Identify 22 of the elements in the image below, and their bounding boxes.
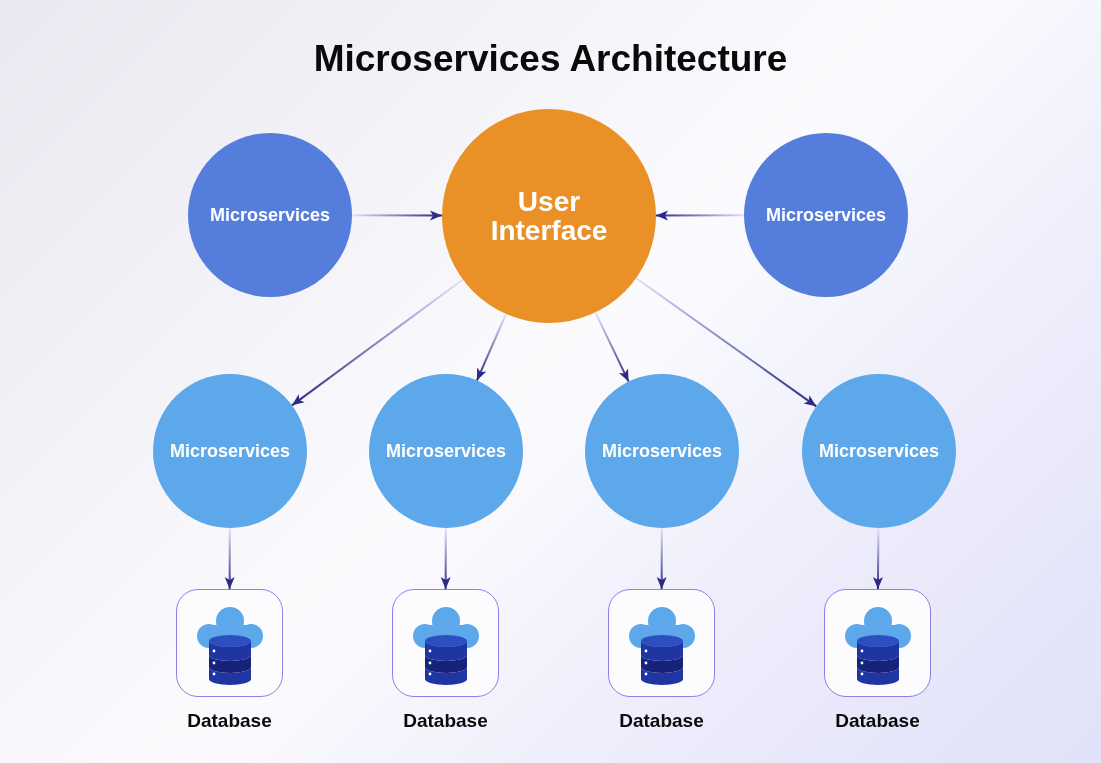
arrow xyxy=(655,210,745,221)
tile-caption: Database xyxy=(835,710,920,732)
node-label: Microservices xyxy=(818,441,940,461)
arrow xyxy=(291,278,464,407)
arrow xyxy=(440,527,451,590)
node-label: Microservices xyxy=(209,205,331,225)
arrow xyxy=(351,210,443,221)
arrow xyxy=(635,277,818,408)
tile-caption: Database xyxy=(403,710,488,732)
arrow xyxy=(475,313,508,382)
diagram-title: Microservices Architecture xyxy=(313,37,788,81)
arrow xyxy=(656,527,667,590)
arrow xyxy=(224,527,235,590)
tile-caption: Database xyxy=(619,710,704,732)
node-label: Microservices xyxy=(601,441,723,461)
node-label: Microservices xyxy=(169,441,291,461)
node-label: Microservices xyxy=(765,205,887,225)
arrow xyxy=(594,311,630,383)
arrow xyxy=(873,527,883,590)
node-label: Microservices xyxy=(385,441,507,461)
tile-caption: Database xyxy=(187,710,272,732)
node-label: User Interface xyxy=(489,186,609,246)
